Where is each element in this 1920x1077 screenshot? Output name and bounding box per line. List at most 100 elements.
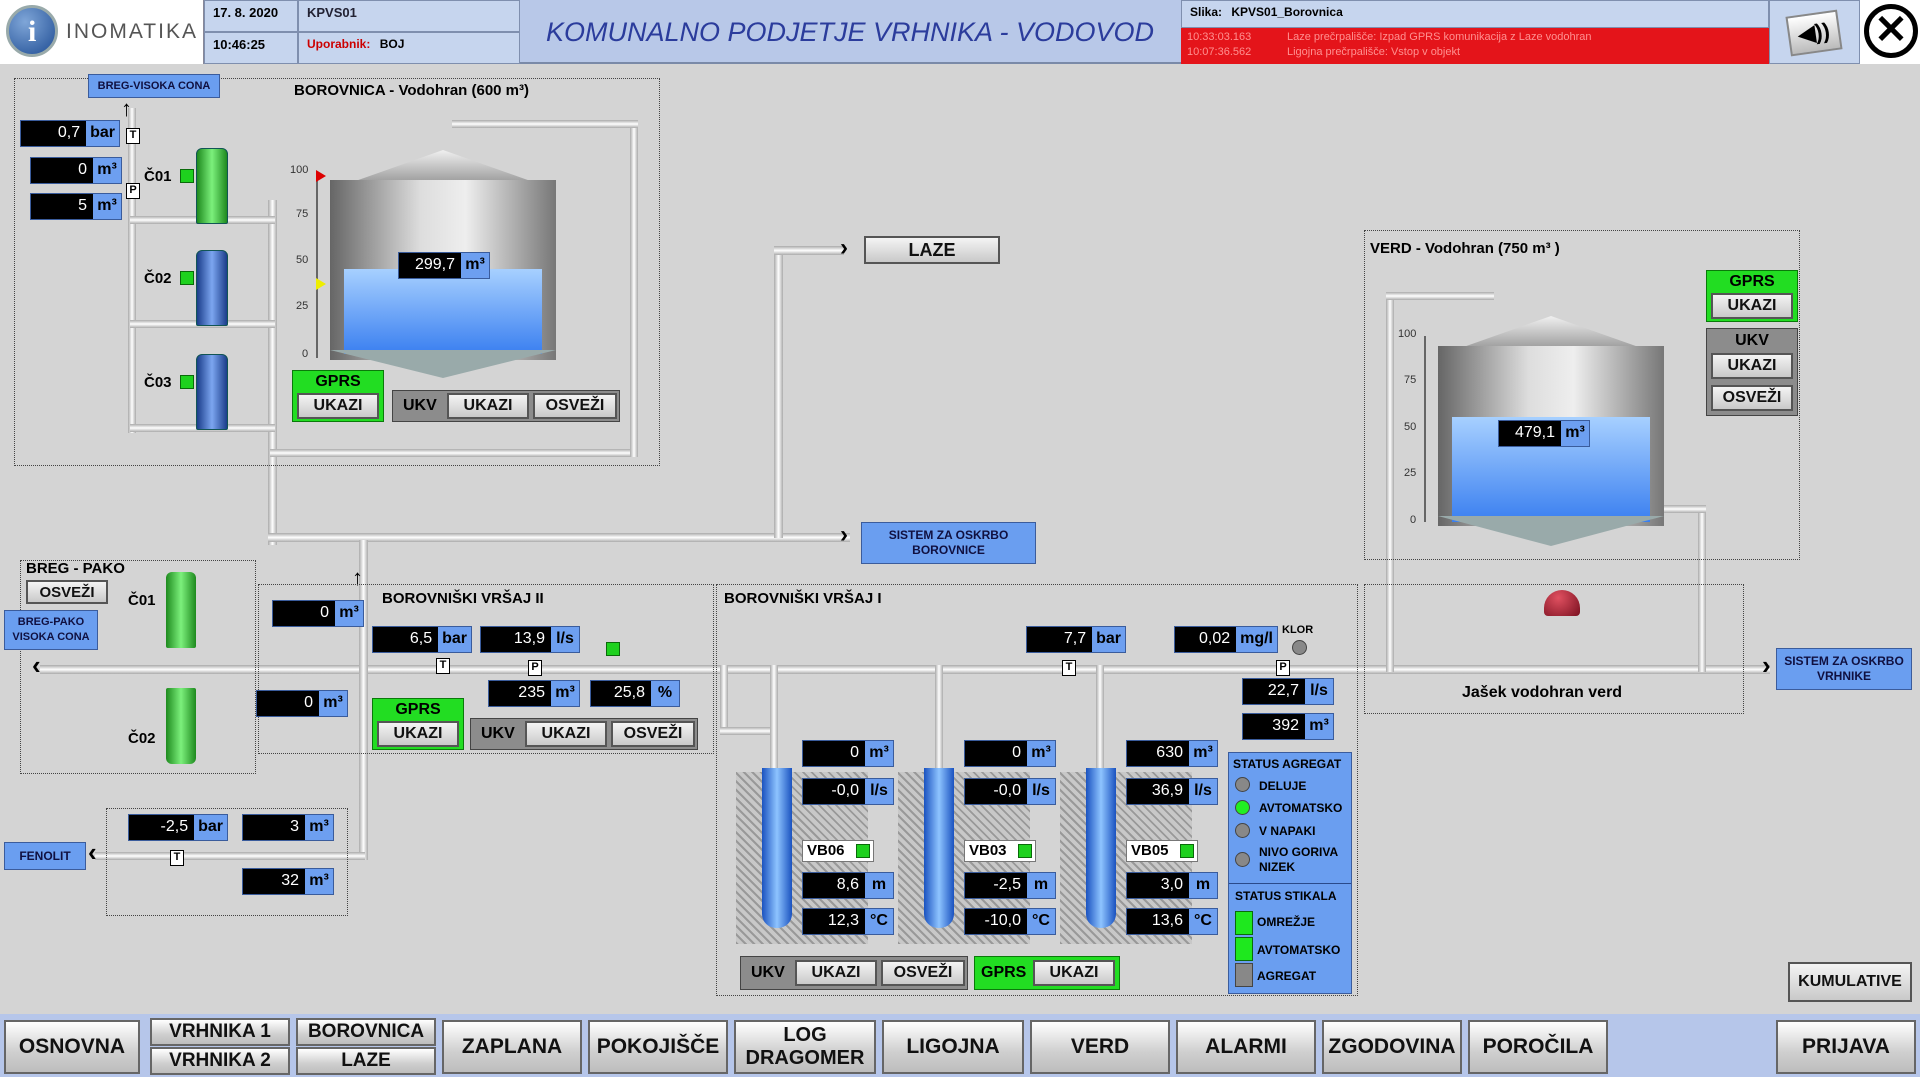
agregat-label: AGREGAT [1257,969,1317,983]
laze-button[interactable]: LAZE [864,236,1000,264]
valve-actuator-icon[interactable] [1544,590,1580,616]
arrow-up-icon: ↑ [121,96,132,121]
arrow-left-icon: ‹ [32,650,41,680]
pipe [935,665,943,770]
value: 36,9 [1127,779,1189,804]
vrsaj2-ukv-ukazi-button[interactable]: UKAZI [525,721,607,747]
temperature-sensor-icon: T [1062,660,1076,676]
image-label: Slika: [1190,5,1223,19]
alarm-text: Laze prečrpališče: Izpad GPRS komunikaci… [1287,31,1592,43]
vb06-temperature: 12,3°C [802,908,894,935]
verd-gprs-ukazi-button[interactable]: UKAZI [1711,293,1793,319]
vrsaj2-title: BOROVNIŠKI VRŠAJ II [382,590,544,607]
nav-porocila[interactable]: POROČILA [1468,1020,1608,1074]
omrezje-indicator [1235,911,1253,935]
unit: m³ [305,869,333,894]
nav-borovnica[interactable]: BOROVNICA [296,1018,436,1046]
sound-button[interactable]: ◀)) [1769,0,1860,64]
breg-visoka-cona-label[interactable]: BREG-VISOKA CONA [88,74,220,98]
unit: l/s [1189,779,1217,804]
sistem-borovnice-button[interactable]: SISTEM ZA OSKRBO BOROVNICE [861,522,1036,564]
pump-icon[interactable] [196,250,228,326]
pump-label-c01: Č01 [144,168,172,185]
unit: m [1189,873,1217,898]
pump-label-c02: Č02 [144,270,172,287]
vrsaj1-gprs-ukazi-button[interactable]: UKAZI [1033,960,1115,986]
pump-icon[interactable] [166,572,196,648]
pipe [1386,292,1494,300]
divider [1229,883,1351,884]
fenolit-pressure: -2,5 bar [128,814,228,841]
unit: m³ [319,691,347,716]
nav-laze[interactable]: LAZE [296,1047,436,1075]
nav-ligojna[interactable]: LIGOJNA [882,1020,1024,1074]
sistem-vrhnike-button[interactable]: SISTEM ZA OSKRBO VRHNIKE [1776,648,1912,690]
temperature-sensor-icon: T [436,658,450,674]
nav-vrhnika-1[interactable]: VRHNIKA 1 [150,1018,290,1046]
ukv-osvezi-button[interactable]: OSVEŽI [533,393,617,419]
value: 13,6 [1127,909,1189,934]
nav-alarmi[interactable]: ALARMI [1176,1020,1316,1074]
pipe [40,665,1770,674]
gprs-ukazi-button[interactable]: UKAZI [297,393,379,419]
vrsaj2-ukv-group: UKV UKAZI OSVEŽI [470,718,698,750]
unit: bar [86,121,119,146]
pipe [268,533,850,542]
user-label: Uporabnik: [307,37,371,51]
verd-ukv-group: UKV UKAZI OSVEŽI [1706,328,1798,416]
ukv-ukazi-button[interactable]: UKAZI [447,393,529,419]
pump-icon[interactable] [196,148,228,224]
level-marker [316,278,326,290]
value: 299,7 [399,253,461,278]
verd-ukv-osvezi-button[interactable]: OSVEŽI [1711,385,1793,411]
vrsaj1-ukv-osvezi-button[interactable]: OSVEŽI [881,960,965,986]
pump-icon[interactable] [166,688,196,764]
gprs-label: GPRS [981,964,1027,981]
vrsaj1-ukv-ukazi-button[interactable]: UKAZI [795,960,877,986]
temperature-sensor-icon: T [126,128,140,144]
vrsaj2-ukv-osvezi-button[interactable]: OSVEŽI [611,721,695,747]
nav-pokojisce[interactable]: POKOJIŠČE [588,1020,728,1074]
scale-tick: 25 [1404,467,1417,479]
vrsaj1-chlorine: 0,02 mg/l [1174,626,1278,653]
fenolit-button[interactable]: FENOLIT [4,842,86,870]
nav-verd[interactable]: VERD [1030,1020,1170,1074]
pipe [95,852,365,860]
stikala-avtomatsko-label: AVTOMATSKO [1257,943,1341,957]
v-napaki-label: V NAPAKI [1259,824,1316,838]
breg-pako-osvezi-button[interactable]: OSVEŽI [26,580,108,604]
close-button[interactable]: ✕ [1860,0,1920,64]
nav-zaplana[interactable]: ZAPLANA [442,1020,582,1074]
scale-tick: 100 [290,164,309,176]
pipe [268,200,277,545]
nav-osnovna[interactable]: OSNOVNA [4,1020,140,1074]
vb06-status-led [856,844,870,858]
ukv-group: UKV UKAZI OSVEŽI [392,390,620,422]
nav-vrhnika-2[interactable]: VRHNIKA 2 [150,1047,290,1075]
breg-pako-panel [20,560,256,774]
kumulative-button[interactable]: KUMULATIVE [1788,962,1912,1002]
pipe [720,665,728,733]
nav-prijava[interactable]: PRIJAVA [1776,1020,1916,1074]
klor-label: KLOR [1282,624,1314,636]
verd-ukv-ukazi-button[interactable]: UKAZI [1711,353,1793,379]
header-bar: i INOMATIKA 17. 8. 2020 10:46:25 KPVS01 … [0,0,1920,64]
vb03-temperature: -10,0°C [964,908,1056,935]
unit: °C [865,909,893,934]
breg-pako-visoka-button[interactable]: BREG-PAKO VISOKA CONA [4,610,98,650]
nav-log-dragomer[interactable]: LOG DRAGOMER [734,1020,876,1074]
borovnica-pressure: 0,7 bar [20,120,120,147]
speaker-icon: ◀)) [1785,9,1843,57]
station-display: KPVS01 [298,0,520,32]
unit: m³ [93,194,121,219]
pump-icon[interactable] [196,354,228,430]
pipe [770,665,778,770]
nav-zgodovina[interactable]: ZGODOVINA [1322,1020,1462,1074]
vrsaj2-gprs-ukazi-button[interactable]: UKAZI [377,721,459,747]
